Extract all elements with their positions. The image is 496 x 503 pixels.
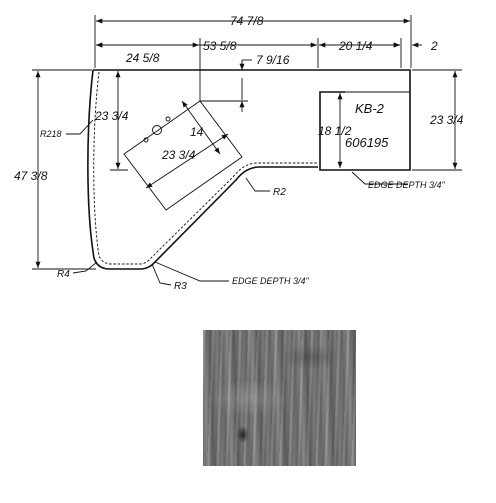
dim-sink-length: 23 3/4 xyxy=(161,148,196,162)
sink-cutout xyxy=(123,100,243,211)
label-edge-depth-right: EDGE DEPTH 3/4" xyxy=(368,180,446,190)
dim-notch-width: 20 1/4 xyxy=(338,39,373,53)
label-r3: R3 xyxy=(174,281,187,292)
faucet-hole-large xyxy=(152,125,162,135)
dim-end-return: 2 xyxy=(430,39,438,53)
dim-middle-run: 53 5/8 xyxy=(203,39,237,53)
edge-profile-dashed xyxy=(93,71,318,265)
dim-left-depth: 23 3/4 xyxy=(94,109,129,123)
dim-sink-width: 14 xyxy=(190,125,204,139)
countertop-outline xyxy=(87,69,411,270)
label-r2: R2 xyxy=(273,187,286,198)
dim-overall-width: 74 7/8 xyxy=(230,14,264,28)
dim-sink-offset: 7 9/16 xyxy=(256,53,290,67)
dim-cutout-height: 18 1/2 xyxy=(318,124,352,138)
dim-right-depth: 23 3/4 xyxy=(429,113,464,127)
dim-left-run: 24 5/8 xyxy=(125,51,160,65)
label-model: KB-2 xyxy=(355,101,385,116)
laminate-color-swatch xyxy=(203,330,356,466)
faucet-hole-small-2 xyxy=(165,116,171,122)
label-edge-depth-bottom: EDGE DEPTH 3/4" xyxy=(232,276,310,286)
label-r4: R4 xyxy=(57,269,70,280)
dim-overall-depth: 47 3/8 xyxy=(14,169,48,183)
label-part-number: 606195 xyxy=(345,135,389,150)
label-r218: R218 xyxy=(40,129,62,139)
